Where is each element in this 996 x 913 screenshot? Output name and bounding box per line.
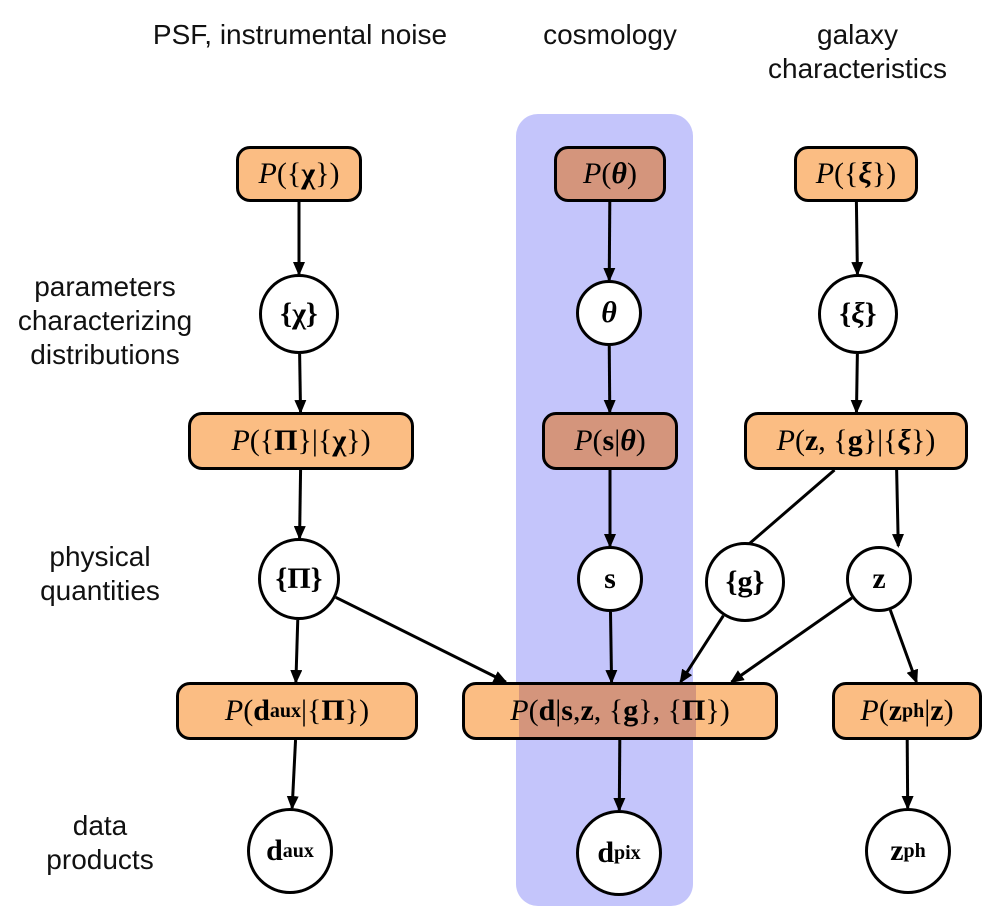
node-z: z bbox=[846, 546, 912, 612]
node-xi: {ξ} bbox=[818, 274, 898, 354]
edge-g-to-p-d bbox=[679, 614, 725, 684]
header-galaxy: galaxy characteristics bbox=[768, 19, 947, 84]
node-p-z-g-given-xi: P(z, {g}|{ξ}) bbox=[744, 412, 968, 470]
edge-p-xi-to-xi bbox=[851, 201, 864, 277]
node-pi: {Π} bbox=[258, 538, 340, 620]
row-label-data: data products bbox=[46, 810, 154, 875]
node-p-theta: P(θ) bbox=[554, 146, 666, 202]
edge-s-to-p-d bbox=[605, 611, 618, 684]
node-chi: {χ} bbox=[259, 274, 339, 354]
edge-p-pi-chi-to-pi bbox=[293, 469, 306, 541]
node-p-pi-given-chi: P({Π}|{χ}) bbox=[188, 412, 414, 470]
header-cosmology: cosmology bbox=[543, 19, 677, 50]
edge-z-to-p-d bbox=[729, 596, 853, 684]
edge-z-to-p-zph bbox=[888, 609, 918, 684]
node-s: s bbox=[577, 546, 643, 612]
edge-p-zg-xi-to-g bbox=[733, 468, 836, 558]
edge-p-daux-to-daux bbox=[286, 739, 299, 811]
node-g: {g} bbox=[705, 542, 785, 622]
node-p-chi: P({χ}) bbox=[236, 146, 362, 202]
row-label-physical: physical quantities bbox=[40, 541, 160, 606]
node-theta: θ bbox=[576, 280, 642, 346]
edge-xi-to-p-zg-xi bbox=[850, 353, 863, 414]
edge-p-theta-to-theta bbox=[603, 201, 616, 283]
edge-theta-to-p-s-theta bbox=[603, 345, 616, 414]
row-label-parameters: parameters characterizing distributions bbox=[17, 271, 193, 370]
edge-pi-to-p-d bbox=[335, 595, 508, 684]
edge-p-zg-xi-to-z bbox=[892, 469, 905, 549]
node-p-data-likelihood: P(d|s, z, {g}, {Π}) bbox=[462, 682, 778, 740]
header-psf: PSF, instrumental noise bbox=[152, 19, 448, 50]
node-p-s-given-theta: P(s|θ) bbox=[542, 412, 678, 470]
edge-pi-to-p-daux bbox=[290, 619, 303, 684]
node-p-xi: P({ξ}) bbox=[794, 146, 918, 202]
edge-chi-to-p-pi-chi bbox=[294, 353, 307, 414]
